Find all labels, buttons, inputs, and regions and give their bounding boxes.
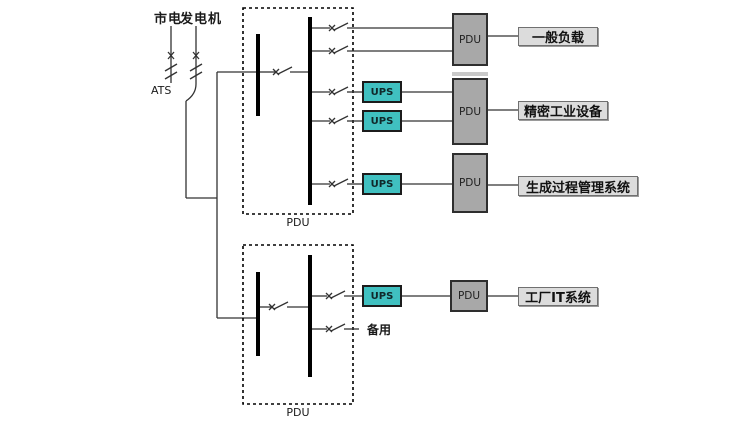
divider-bar xyxy=(452,72,488,76)
pdu-panel-1-caption: PDU xyxy=(286,216,310,229)
panel2-busbars xyxy=(258,255,310,377)
pdu-box-3: PDU xyxy=(452,153,488,213)
load-box-factory-it: 工厂IT系统 xyxy=(518,287,598,306)
breaker-ticks-icon xyxy=(165,64,202,79)
pdu-output-lines xyxy=(488,36,518,296)
ats-transfer-arm xyxy=(186,84,196,101)
pdu-box-2: PDU xyxy=(452,78,488,145)
load-box-general: 一般负载 xyxy=(518,27,598,46)
spare-branch-label: 备用 xyxy=(367,323,392,337)
ups-unit-3: UPS xyxy=(362,173,402,195)
pdu-panel-2-caption: PDU xyxy=(286,406,310,419)
panel1-tie-breaker xyxy=(260,67,308,75)
panel2-tie-breaker xyxy=(260,302,308,310)
ups-unit-2: UPS xyxy=(362,110,402,132)
panel1-branches xyxy=(312,23,452,187)
pdu-box-1: PDU xyxy=(452,13,488,66)
trunk-line xyxy=(217,72,256,318)
pdu-box-4: PDU xyxy=(450,280,488,312)
ups-output-lines xyxy=(402,92,452,296)
panel2-branches xyxy=(312,291,362,332)
load-box-precision-industrial: 精密工业设备 xyxy=(518,101,608,120)
pdu-panel-1-border xyxy=(243,8,353,214)
load-box-process-management: 生成过程管理系统 xyxy=(518,176,638,196)
mains-source-label: 市电 xyxy=(154,12,183,27)
ats-label: ATS xyxy=(151,84,172,97)
source-lines xyxy=(165,26,217,198)
panel1-busbars xyxy=(258,17,310,205)
ups-unit-4: UPS xyxy=(362,285,402,307)
generator-source-label: 发电机 xyxy=(180,12,223,27)
switch-x-icon xyxy=(168,52,199,59)
ups-unit-1: UPS xyxy=(362,81,402,103)
pdu-panel-2-border xyxy=(243,245,353,404)
